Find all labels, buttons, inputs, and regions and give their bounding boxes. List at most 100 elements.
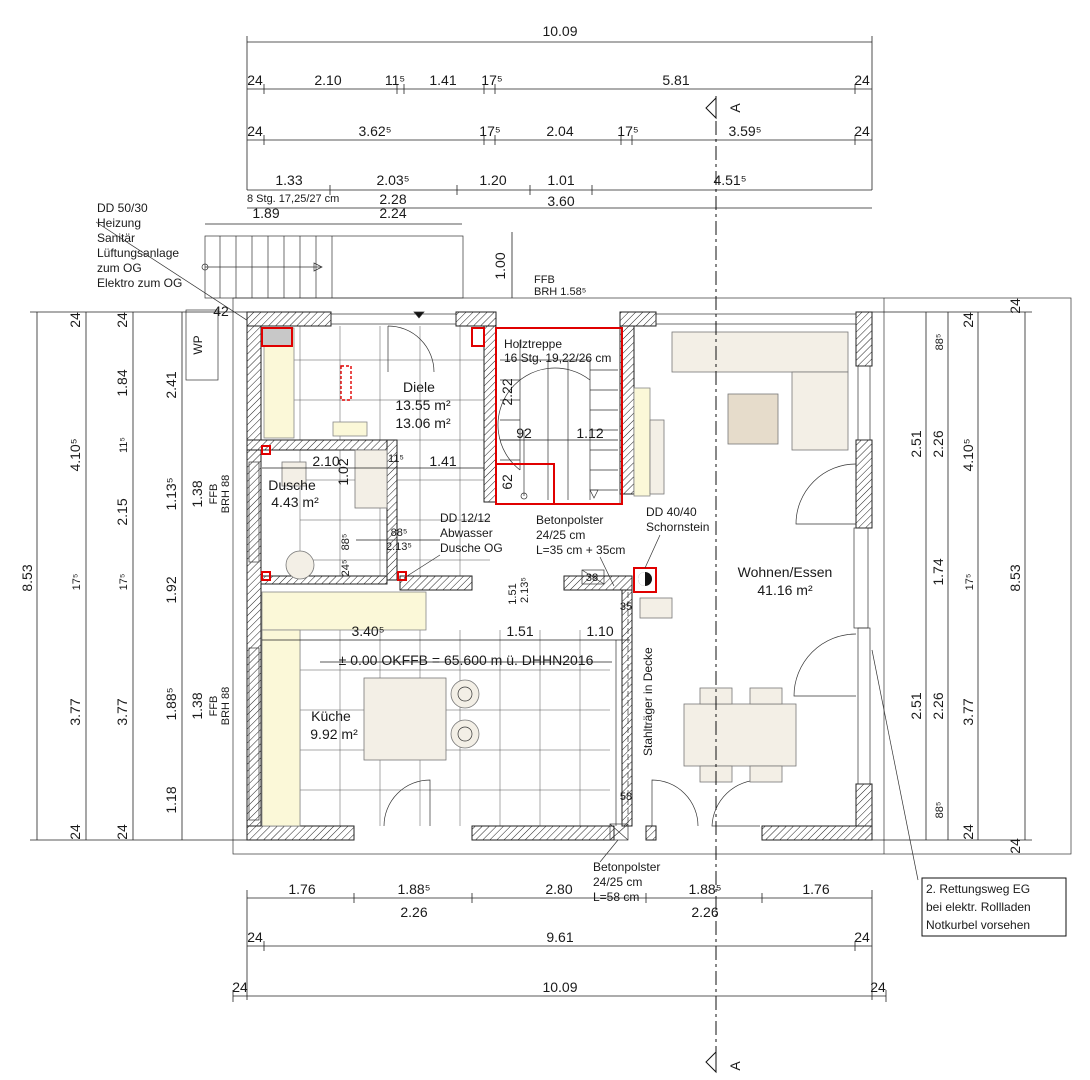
note-dd40-line1: DD 40/40: [646, 505, 697, 519]
bath-fixtures: [261, 327, 388, 580]
room-dusche-area: 4.43 m²: [271, 494, 319, 510]
dim-in-2135a: 2.13⁵: [386, 541, 412, 553]
note-dd50-line6: Elektro zum OG: [97, 276, 182, 290]
dim-in-38: 38: [586, 572, 598, 584]
room-wohnen-area: 41.16 m²: [757, 582, 813, 598]
room-kueche-name: Küche: [311, 708, 351, 724]
inner-dimensions: 2.10 11⁵ 1.41 1.02 88⁵ 24⁵ 88⁵ 2.13⁵ 1.5…: [262, 378, 632, 803]
dim-in-115: 11⁵: [388, 453, 404, 465]
dim-r2-4: 17⁵: [617, 123, 638, 139]
windows: [248, 313, 871, 821]
dim-r2-3: 2.04: [546, 123, 573, 139]
note-rettung: 2. Rettungsweg EG bei elektr. Rollladen …: [871, 649, 1067, 937]
dim-in-151v: 1.51: [507, 583, 519, 604]
room-kueche-area: 9.92 m²: [310, 726, 358, 742]
brh-label-1: BRH 88: [220, 475, 232, 514]
dim-b3-0: 24: [247, 929, 263, 945]
dim-la-1: 4.10⁵: [67, 438, 83, 471]
note-dd50-line1: DD 50/30: [97, 201, 148, 215]
dim-lc-1: 1.13⁵: [163, 477, 179, 510]
top-dimensions: 10.09 24 2.10 11⁵ 1.41 17⁵ 5.81 24 24 3.…: [205, 23, 873, 225]
dim-lw-0: 1.38: [189, 480, 205, 507]
note-dd50-line2: Heizung: [97, 216, 141, 230]
dim-in-2135b: 2.13⁵: [519, 577, 531, 603]
dim-b3-1: 9.61: [546, 929, 573, 945]
dim-la-4: 24: [67, 824, 83, 840]
dim-rb-1: 2.26: [930, 430, 946, 457]
label-wp: WP: [191, 335, 205, 354]
label-holztreppe-steps: 16 Stg. 19,22/26 cm: [504, 351, 611, 365]
dim-r-top24: 24: [1007, 298, 1023, 314]
note-dd50: DD 50/30 Heizung Sanitär Lüftungsanlage …: [95, 201, 263, 331]
dim-r2-5: 3.59⁵: [728, 123, 761, 139]
ffb-label-1: FFB: [208, 484, 220, 505]
section-label-top: A: [727, 103, 743, 113]
dim-in-245: 24⁵: [340, 560, 352, 577]
living-furniture: [633, 331, 849, 783]
note-beton2-line1: Betonpolster: [593, 860, 660, 874]
note-dd12-line2: Abwasser: [440, 526, 493, 540]
note-beton1-line3: L=35 cm + 35cm: [536, 543, 625, 557]
doors: [383, 311, 857, 827]
note-dd12-line3: Dusche OG: [440, 541, 503, 555]
dim-in-885b: 88⁵: [391, 527, 408, 539]
dim-r3-1: 2.03⁵: [376, 172, 409, 188]
dim-r-bot24: 24: [1007, 838, 1023, 854]
ffb-label-2: FFB: [208, 696, 220, 717]
dim-stair-height: 1.00: [492, 252, 508, 279]
room-diele-name: Diele: [403, 379, 435, 395]
dim-in-141: 1.41: [429, 453, 456, 469]
dim-r2-0: 24: [247, 123, 263, 139]
dim-lb-3: 2.15: [114, 498, 130, 525]
dim-rc-1: 2.51: [908, 692, 924, 719]
dim-in-58: 58: [620, 791, 632, 803]
label-ffb: FFB: [534, 274, 555, 286]
dim-lc-3: 1.88⁵: [163, 687, 179, 720]
dim-lb-6: 24: [114, 824, 130, 840]
dim-top-total: 10.09: [542, 23, 577, 39]
dim-stair-224: 2.24: [379, 205, 406, 221]
dim-r2-1: 3.62⁵: [358, 123, 391, 139]
dim-b4-0: 24: [232, 979, 248, 995]
note-beton2-line2: 24/25 cm: [593, 875, 642, 889]
dim-r1-5: 5.81: [662, 72, 689, 88]
exterior-stairs: 1.00 FFB BRH 1.58⁵: [201, 232, 586, 299]
annotations: DD 12/12 Abwasser Dusche OG Betonpolster…: [403, 505, 709, 904]
note-beton2-line3: L=58 cm: [593, 890, 639, 904]
dim-r3-4: 4.51⁵: [713, 172, 746, 188]
dim-ra-4: 24: [960, 824, 976, 840]
dim-b1-4: 1.76: [802, 881, 829, 897]
dim-stair-steps: 8 Stg. 17,25/27 cm: [247, 193, 339, 205]
note-dd50-line3: Sanitär: [97, 231, 135, 245]
dim-left-total: 8.53: [19, 564, 35, 591]
room-diele-area1: 13.55 m²: [395, 397, 451, 413]
label-holztreppe: Holztreppe: [504, 337, 562, 351]
kitchen-fixtures: [261, 591, 480, 827]
note-dd40-line2: Schornstein: [646, 520, 709, 534]
dim-b4-1: 10.09: [542, 979, 577, 995]
dim-rb-4: 88⁵: [934, 802, 946, 819]
section-axis: A A: [705, 96, 743, 1074]
dim-lb-4: 17⁵: [118, 574, 130, 591]
dim-lb-0: 24: [114, 312, 130, 328]
bottom-dimensions: 1.76 1.88⁵ 2.80 1.88⁵ 1.76 2.26 2.26 24 …: [232, 881, 887, 1002]
room-labels: Diele 13.55 m² 13.06 m² Dusche 4.43 m² K…: [268, 379, 832, 742]
dim-in-35: 35: [620, 601, 632, 613]
dim-r1-4: 17⁵: [481, 72, 502, 88]
dim-42: 42: [213, 303, 229, 319]
label-stahltraeger: Stahlträger in Decke: [641, 647, 655, 756]
dim-b3-2: 24: [854, 929, 870, 945]
dim-lb-2: 11⁵: [118, 437, 130, 453]
red-markers: [261, 327, 485, 581]
terrace-outline: [232, 297, 1072, 855]
dim-b2-1: 2.26: [691, 904, 718, 920]
dim-b1-1: 1.88⁵: [397, 881, 430, 897]
dim-ra-0: 24: [960, 312, 976, 328]
dim-in-885a: 88⁵: [340, 534, 352, 551]
note-rettung-line2: bei elektr. Rollladen: [926, 900, 1031, 914]
dim-b4-2: 24: [870, 979, 886, 995]
note-beton1-line1: Betonpolster: [536, 513, 603, 527]
dim-r1-1: 2.10: [314, 72, 341, 88]
dim-b2-0: 2.26: [400, 904, 427, 920]
dim-lc-0: 2.41: [163, 371, 179, 398]
